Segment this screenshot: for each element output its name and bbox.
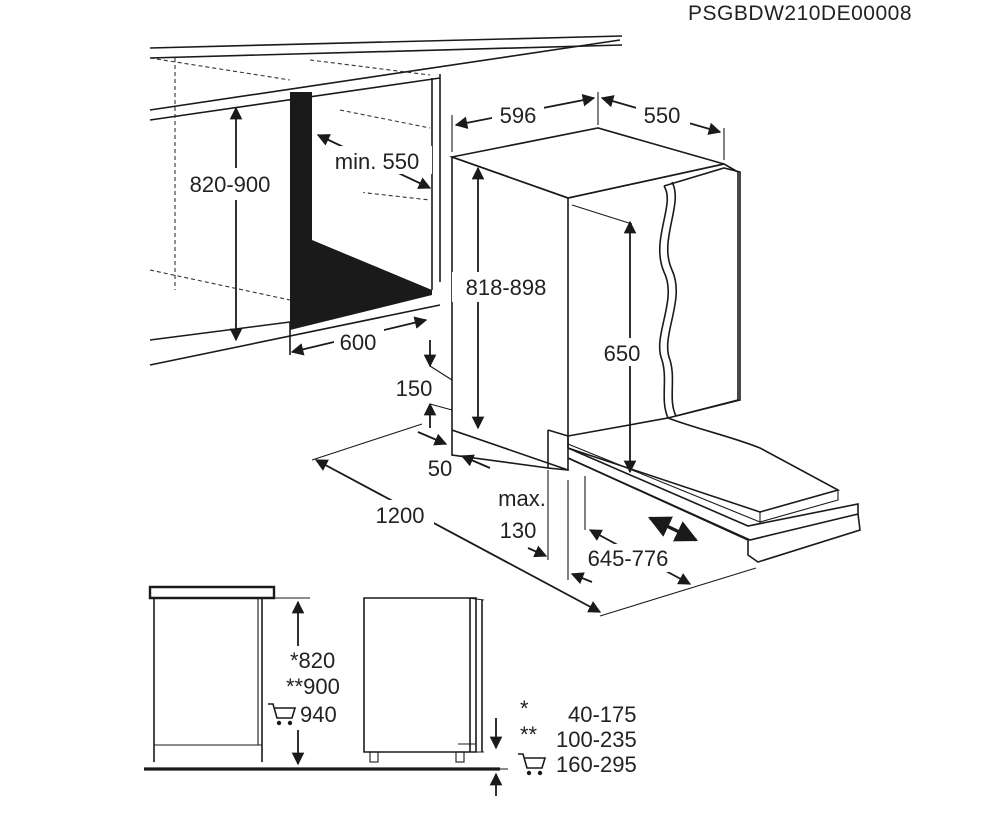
niche-depth-label: min. 550: [335, 149, 419, 174]
niche-height-label: 820-900: [190, 172, 271, 197]
niche-left-panel: [290, 92, 432, 330]
dishwasher-side-view: [363, 597, 485, 763]
door-height-label: 650: [604, 341, 641, 366]
plinth-range-value-3: 160-295: [556, 752, 637, 777]
plinth-range-value-2: 100-235: [556, 727, 637, 752]
door-panel: [658, 167, 741, 419]
max-arrow-left: [527, 545, 548, 558]
plinth-depth-label: 50: [428, 456, 452, 481]
worktop: [149, 35, 623, 121]
plinth-range-value-1: 40-175: [568, 702, 637, 727]
max-value: 130: [500, 518, 537, 543]
max-label: max.: [498, 486, 546, 511]
variant-single-label: *820: [290, 648, 335, 673]
plinth-range-marker-1: *: [520, 696, 529, 721]
variant-trolley-label: 940: [300, 702, 337, 727]
open-door: [567, 417, 861, 563]
niche-width-label: 600: [340, 330, 377, 355]
plinth-depth-arrow-left: [417, 431, 448, 446]
clearance-label: 1200: [376, 503, 425, 528]
variant-double-label: **900: [286, 674, 340, 699]
cabinet-side-view: [144, 585, 500, 771]
appliance-width-label: 596: [500, 103, 537, 128]
door-pull-arrow: [647, 516, 699, 542]
plinth-range-marker-2: **: [520, 722, 538, 747]
trolley-icon: [268, 703, 297, 726]
appliance-depth-label: 550: [644, 103, 681, 128]
plinth-height-label: 150: [396, 376, 433, 401]
door-travel-label: 645-776: [588, 546, 669, 571]
appliance-height-label: 818-898: [466, 275, 547, 300]
clearance-arrow: [314, 459, 602, 613]
max-arrow-right: [570, 572, 593, 585]
trolley-icon: [518, 753, 547, 776]
diagram-code: PSGBDW210DE00008: [688, 2, 912, 25]
